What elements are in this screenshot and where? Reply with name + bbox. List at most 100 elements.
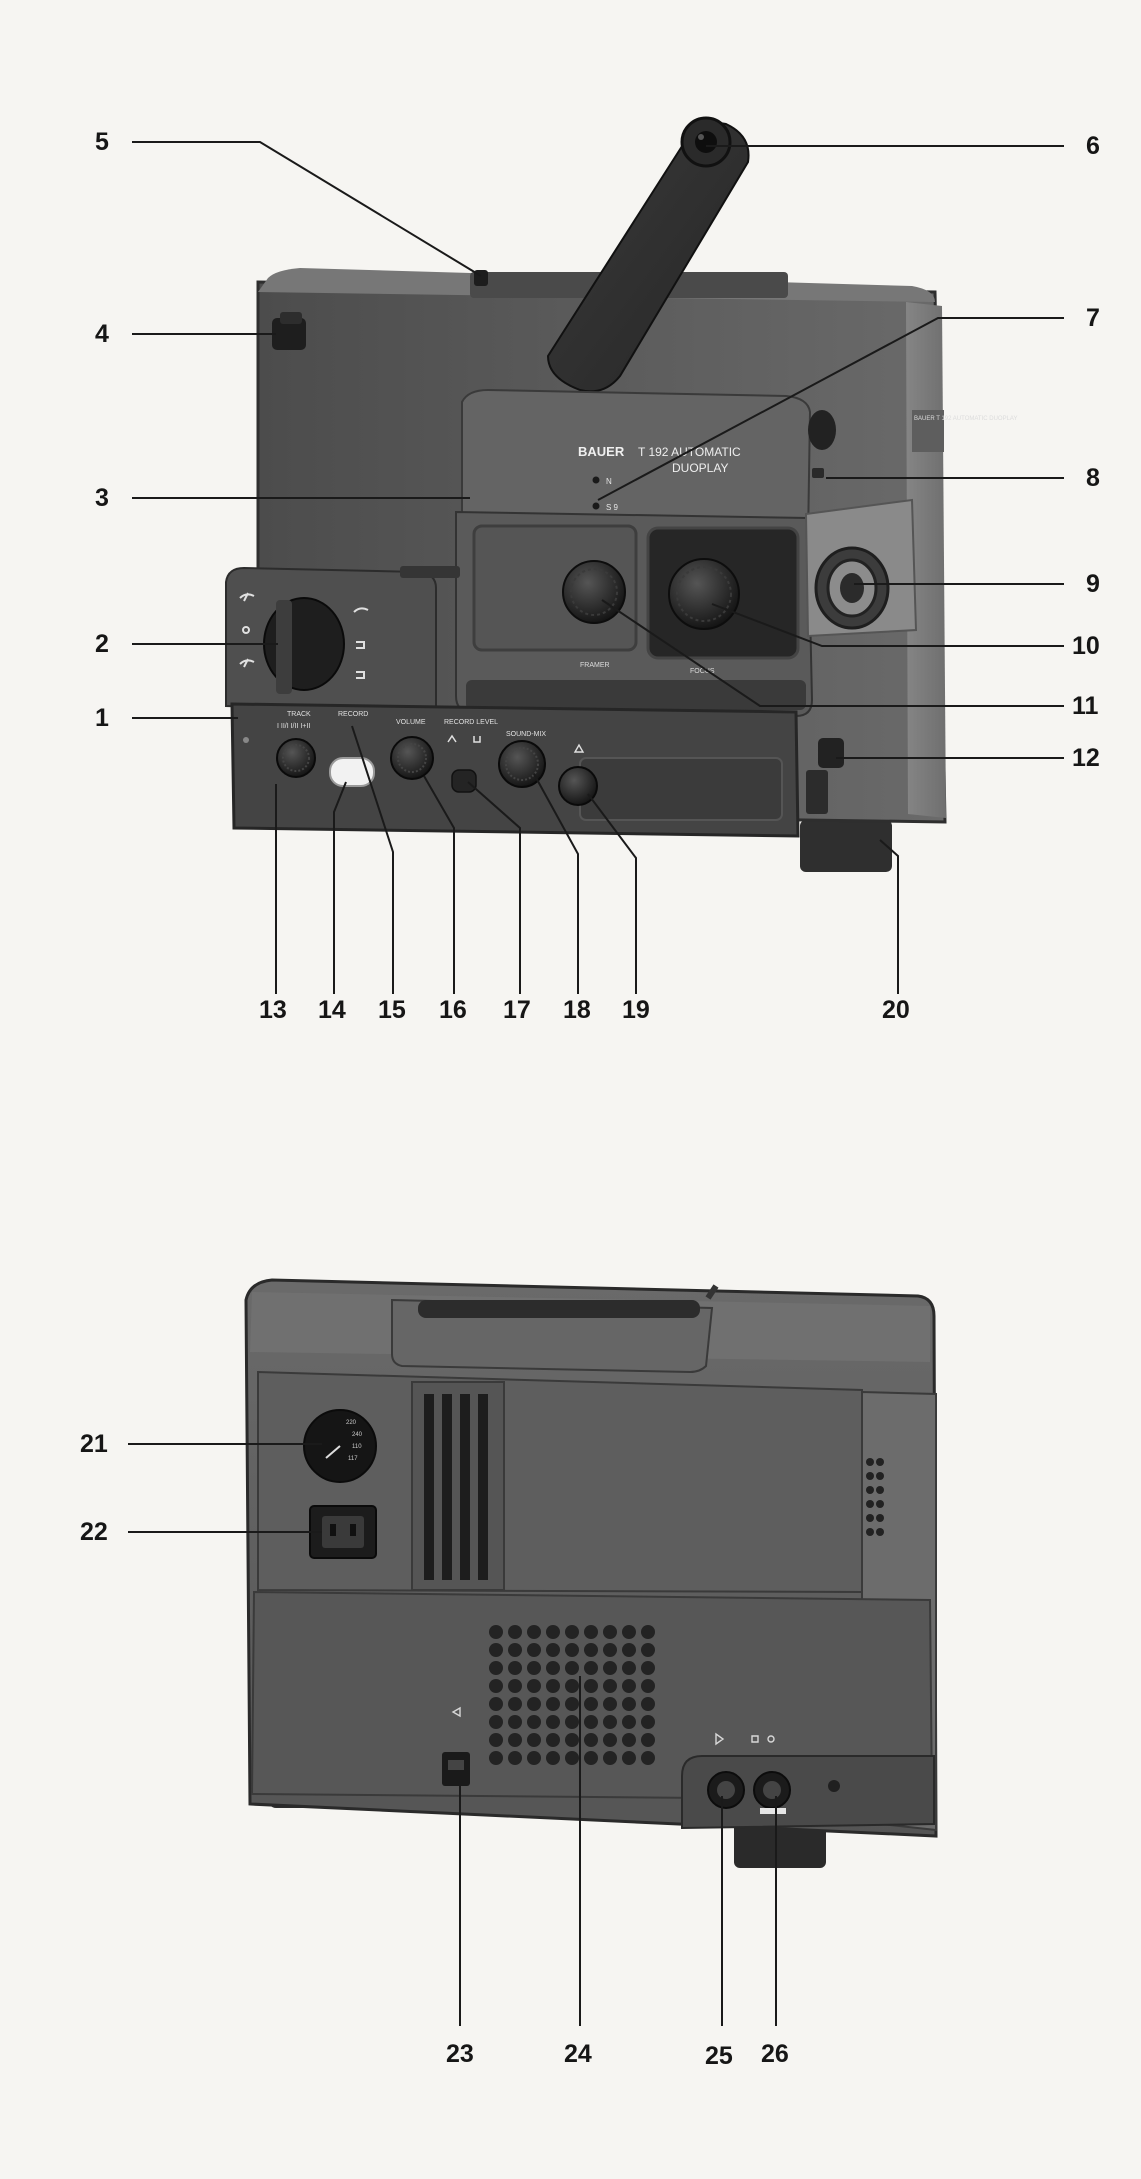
grille-hole [565,1661,579,1675]
callout-5: 5 [95,128,109,156]
grille-hole [565,1697,579,1711]
grille-hole [546,1679,560,1693]
grille-hole [603,1643,617,1657]
grille-hole [641,1625,655,1639]
grille-hole [527,1751,541,1765]
callout-16: 16 [439,996,467,1024]
grille-hole [527,1697,541,1711]
callout-8: 8 [1086,464,1100,492]
projector-rear-view: 220 240 110 117 [246,1280,936,1868]
grille-hole [603,1625,617,1639]
grille-hole [603,1733,617,1747]
indicator-lamp-s9-label: S 9 [606,503,619,512]
grille-hole [546,1697,560,1711]
callout-20: 20 [882,996,910,1024]
grille-hole [584,1715,598,1729]
grille-hole [584,1625,598,1639]
grille-hole [527,1643,541,1657]
svg-text:110: 110 [352,1444,362,1450]
indicator-lamp-s9 [593,503,600,510]
grille-hole [584,1643,598,1657]
sound-mix-label: SOUND-MIX [506,731,546,738]
grille-hole [546,1661,560,1675]
model-sub-label: DUOPLAY [672,461,728,475]
grille-hole [489,1715,503,1729]
record-level-label: RECORD LEVEL [444,719,498,726]
grille-hole [489,1679,503,1693]
grille-hole [584,1679,598,1693]
grille-hole [565,1733,579,1747]
grille-hole [508,1751,522,1765]
callout-12: 12 [1072,744,1100,772]
grille-hole [565,1643,579,1657]
grille-hole [489,1643,503,1657]
callout-9: 9 [1086,570,1100,598]
grille-hole [546,1715,560,1729]
callout-25: 25 [705,2042,733,2070]
grille-hole [527,1733,541,1747]
callout-24: 24 [564,2040,592,2068]
callout-6: 6 [1086,132,1100,160]
mode-selector-lever [276,600,292,694]
grille-hole [584,1697,598,1711]
grille-hole [641,1661,655,1675]
grille-hole [641,1697,655,1711]
record-level-indicator [452,770,476,792]
callout-3: 3 [95,484,109,512]
grille-hole [489,1697,503,1711]
grille-hole [584,1751,598,1765]
grille-hole [489,1625,503,1639]
callout-15: 15 [378,996,406,1024]
grille-hole [527,1715,541,1729]
grille-hole [489,1751,503,1765]
side-badge-text: BAUER T 192 AUTOMATIC DUOPLAY [914,416,1017,422]
callout-4: 4 [95,320,109,348]
svg-text:240: 240 [352,1432,363,1438]
grille-hole [527,1625,541,1639]
grille-hole [565,1679,579,1693]
grille-hole [622,1643,636,1657]
framer-knob [563,561,625,623]
control-strip-recess [580,758,782,820]
lower-ledge [466,680,806,710]
grille-hole [641,1715,655,1729]
framer-label: FRAMER [580,662,610,669]
elevation-knob [818,738,844,768]
track-label: TRACK [287,711,311,718]
grille-hole [546,1733,560,1747]
grille-hole [546,1643,560,1657]
grille-hole [508,1715,522,1729]
grille-hole [622,1679,636,1693]
callout-22: 22 [80,1518,108,1546]
callout-21: 21 [80,1430,108,1458]
grille-hole [622,1715,636,1729]
grille-hole [603,1661,617,1675]
brand-label: BAUER [578,444,625,459]
focus-knob [669,559,739,629]
svg-text:117: 117 [348,1456,358,1462]
front-foot-right [800,820,892,872]
indicator-lamp-n [593,477,600,484]
grille-hole [546,1625,560,1639]
grille-hole [584,1661,598,1675]
grille-hole [489,1661,503,1675]
grille-hole [489,1733,503,1747]
grille-hole [622,1733,636,1747]
indicator-lamp-n-label: N [606,477,612,486]
callout-14: 14 [318,996,346,1024]
grille-hole [508,1643,522,1657]
grille-hole [527,1661,541,1675]
grille-hole [527,1679,541,1693]
callout-19: 19 [622,996,650,1024]
grille-hole [565,1625,579,1639]
callout-1: 1 [95,704,109,732]
grille-hole [508,1625,522,1639]
grille-hole [622,1661,636,1675]
record-label: RECORD [338,711,368,718]
grille-hole [508,1733,522,1747]
svg-text:220: 220 [346,1420,357,1426]
callout-7: 7 [1086,304,1100,332]
grille-hole [546,1751,560,1765]
callout-17: 17 [503,996,531,1024]
